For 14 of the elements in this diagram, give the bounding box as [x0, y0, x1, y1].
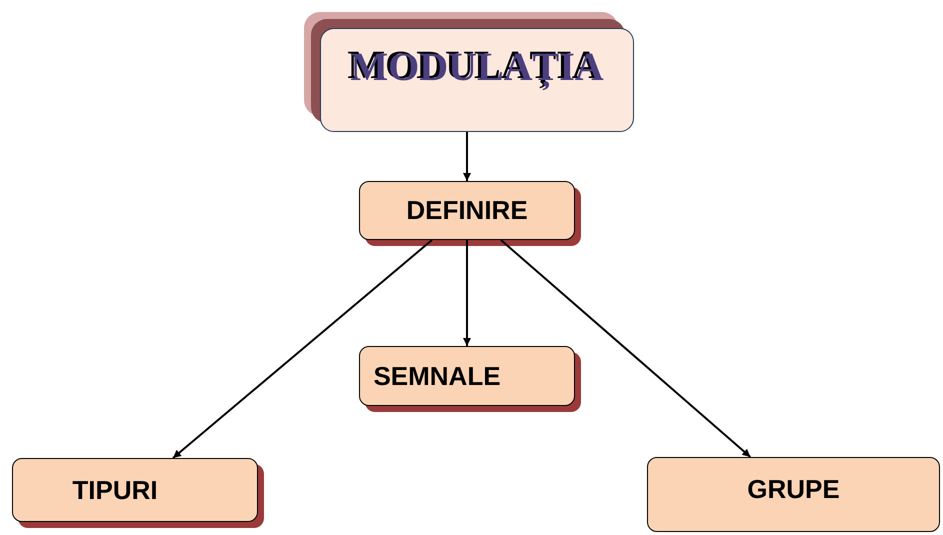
- rounded-box: [359, 181, 575, 240]
- arrow: [463, 240, 471, 346]
- rounded-box: [359, 346, 575, 406]
- rounded-box: [647, 457, 940, 532]
- arrow: [172, 239, 433, 459]
- title-box: [320, 28, 634, 132]
- arrow: [463, 132, 471, 181]
- title-text: MODULAȚIA: [350, 43, 604, 90]
- rounded-box: [12, 458, 258, 522]
- box-label: GRUPE: [747, 474, 840, 505]
- box-label: TIPURI: [72, 474, 158, 506]
- box-label: DEFINIRE: [406, 195, 528, 226]
- arrow: [500, 239, 752, 458]
- box-label: SEMNALE: [373, 360, 501, 392]
